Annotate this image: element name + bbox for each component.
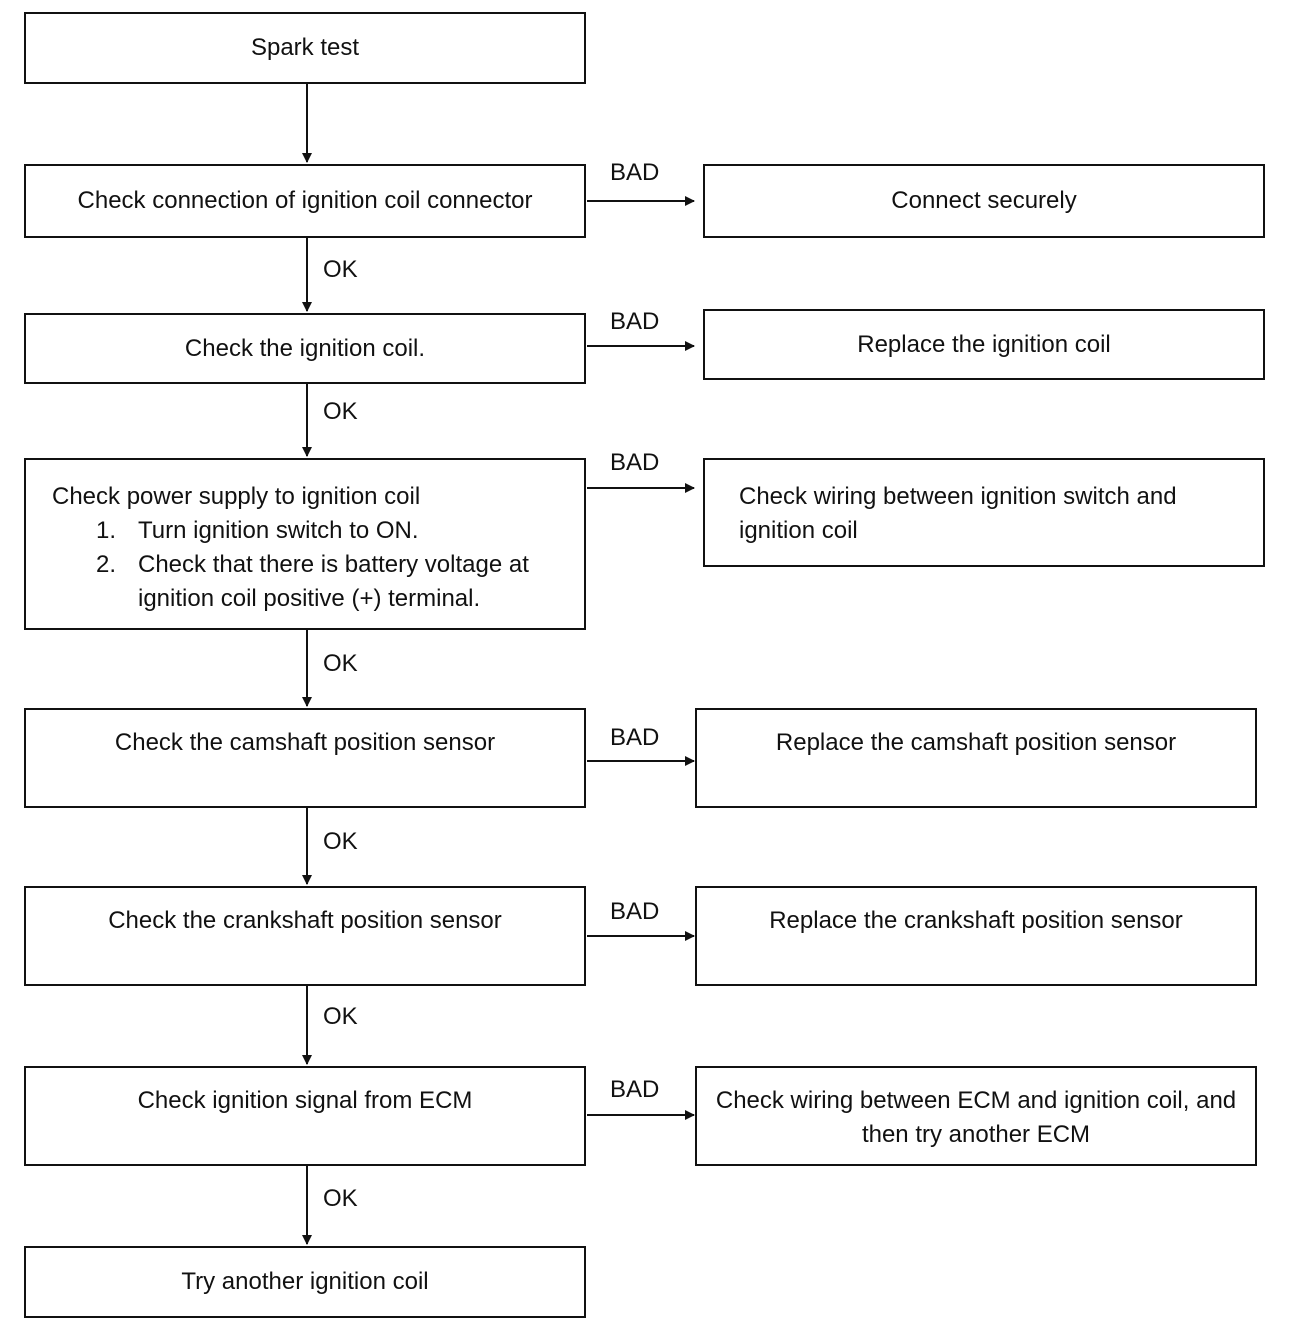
bad-label-6: BAD xyxy=(610,1076,660,1103)
start-label: Spark test xyxy=(250,34,360,61)
step-number: 1. xyxy=(96,517,117,544)
check-wiring-switch-box: Check wiring between ignition switch and… xyxy=(703,458,1265,567)
check-ecm-signal-label: Check ignition signal from ECM xyxy=(137,1087,473,1114)
check-wiring-ecm-box: Check wiring between ECM and ignition co… xyxy=(695,1066,1257,1166)
check-crankshaft-label: Check the crankshaft position sensor xyxy=(108,907,502,934)
end-label: Try another ignition coil xyxy=(181,1268,429,1295)
check-connection-label: Check connection of ignition coil connec… xyxy=(77,187,533,214)
check-wiring-switch-label: Check wiring between ignition switch and… xyxy=(739,483,1177,544)
replace-crankshaft-label: Replace the crankshaft position sensor xyxy=(769,907,1183,934)
bad-label-5: BAD xyxy=(610,898,660,925)
ok-label-3: OK xyxy=(323,650,358,677)
connect-securely-box: Connect securely xyxy=(703,164,1265,238)
check-power-supply-box: Check power supply to ignition coil 1. T… xyxy=(24,458,586,630)
bad-label-2: BAD xyxy=(610,308,660,335)
power-supply-steps: 1. Turn ignition switch to ON. 2. Check … xyxy=(52,514,576,616)
bad-label-1: BAD xyxy=(610,159,660,186)
check-connection-box: Check connection of ignition coil connec… xyxy=(24,164,586,238)
end-box: Try another ignition coil xyxy=(24,1246,586,1318)
step-text: Turn ignition switch to ON. xyxy=(138,517,419,544)
connect-securely-label: Connect securely xyxy=(891,187,1077,214)
ok-label-1: OK xyxy=(323,256,358,283)
ok-label-4: OK xyxy=(323,828,358,855)
check-wiring-ecm-label: Check wiring between ECM and ignition co… xyxy=(715,1087,1237,1148)
replace-camshaft-box: Replace the camshaft position sensor xyxy=(695,708,1257,808)
replace-camshaft-label: Replace the camshaft position sensor xyxy=(775,729,1177,756)
check-ecm-signal-box: Check ignition signal from ECM xyxy=(24,1066,586,1166)
check-ignition-coil-box: Check the ignition coil. xyxy=(24,313,586,384)
check-camshaft-box: Check the camshaft position sensor xyxy=(24,708,586,808)
check-ignition-coil-label: Check the ignition coil. xyxy=(184,334,426,362)
ok-label-5: OK xyxy=(323,1003,358,1030)
bad-label-4: BAD xyxy=(610,724,660,751)
step-item: 2. Check that there is battery voltage a… xyxy=(52,548,576,616)
step-text: Check that there is battery voltage at i… xyxy=(138,551,529,612)
ok-label-2: OK xyxy=(323,398,358,425)
step-number: 2. xyxy=(96,551,117,578)
ok-label-6: OK xyxy=(323,1185,358,1212)
replace-ignition-coil-label: Replace the ignition coil xyxy=(857,330,1111,358)
check-power-supply-label: Check power supply to ignition coil xyxy=(52,483,421,510)
check-camshaft-label: Check the camshaft position sensor xyxy=(114,729,496,756)
start-box: Spark test xyxy=(24,12,586,84)
check-crankshaft-box: Check the crankshaft position sensor xyxy=(24,886,586,986)
step-item: 1. Turn ignition switch to ON. xyxy=(52,514,576,548)
bad-label-3: BAD xyxy=(610,449,660,476)
replace-crankshaft-box: Replace the crankshaft position sensor xyxy=(695,886,1257,986)
replace-ignition-coil-box: Replace the ignition coil xyxy=(703,309,1265,380)
